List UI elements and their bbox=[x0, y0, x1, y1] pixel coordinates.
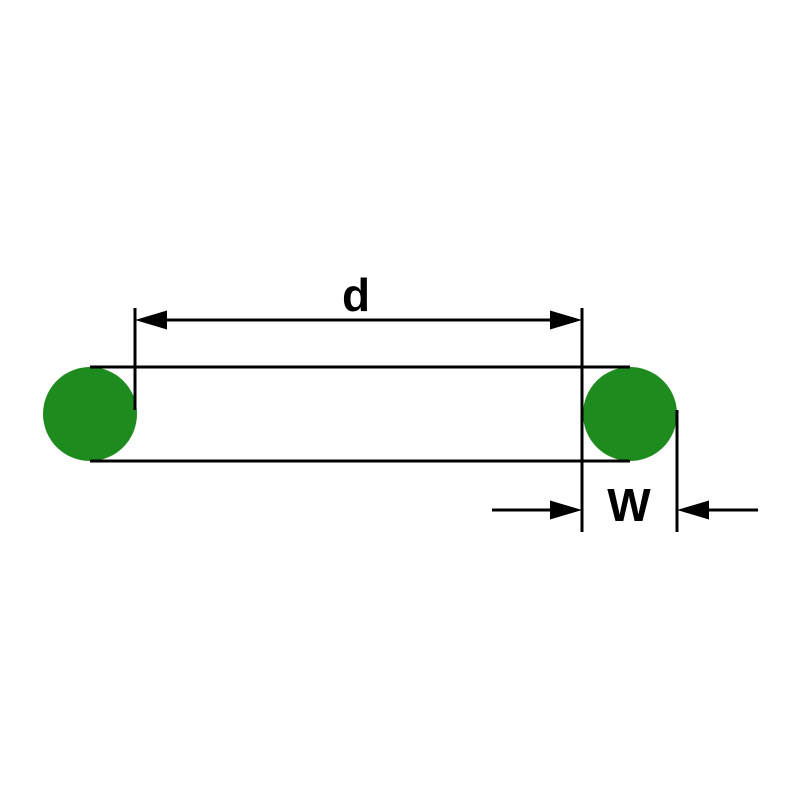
inner-diameter-label: d bbox=[342, 269, 370, 321]
d-arrowhead-right bbox=[550, 310, 582, 330]
d-arrowhead-left bbox=[135, 310, 167, 330]
w-arrowhead-left bbox=[550, 500, 582, 520]
cross-section-width-label: W bbox=[607, 479, 651, 531]
dimension-lines bbox=[133, 308, 758, 532]
right-oring-cross-section bbox=[583, 367, 677, 461]
w-arrowhead-right bbox=[677, 500, 709, 520]
outline-lines bbox=[90, 365, 630, 463]
arrowheads bbox=[135, 310, 709, 520]
left-oring-cross-section bbox=[43, 367, 137, 461]
dimension-labels: d W bbox=[342, 269, 651, 531]
